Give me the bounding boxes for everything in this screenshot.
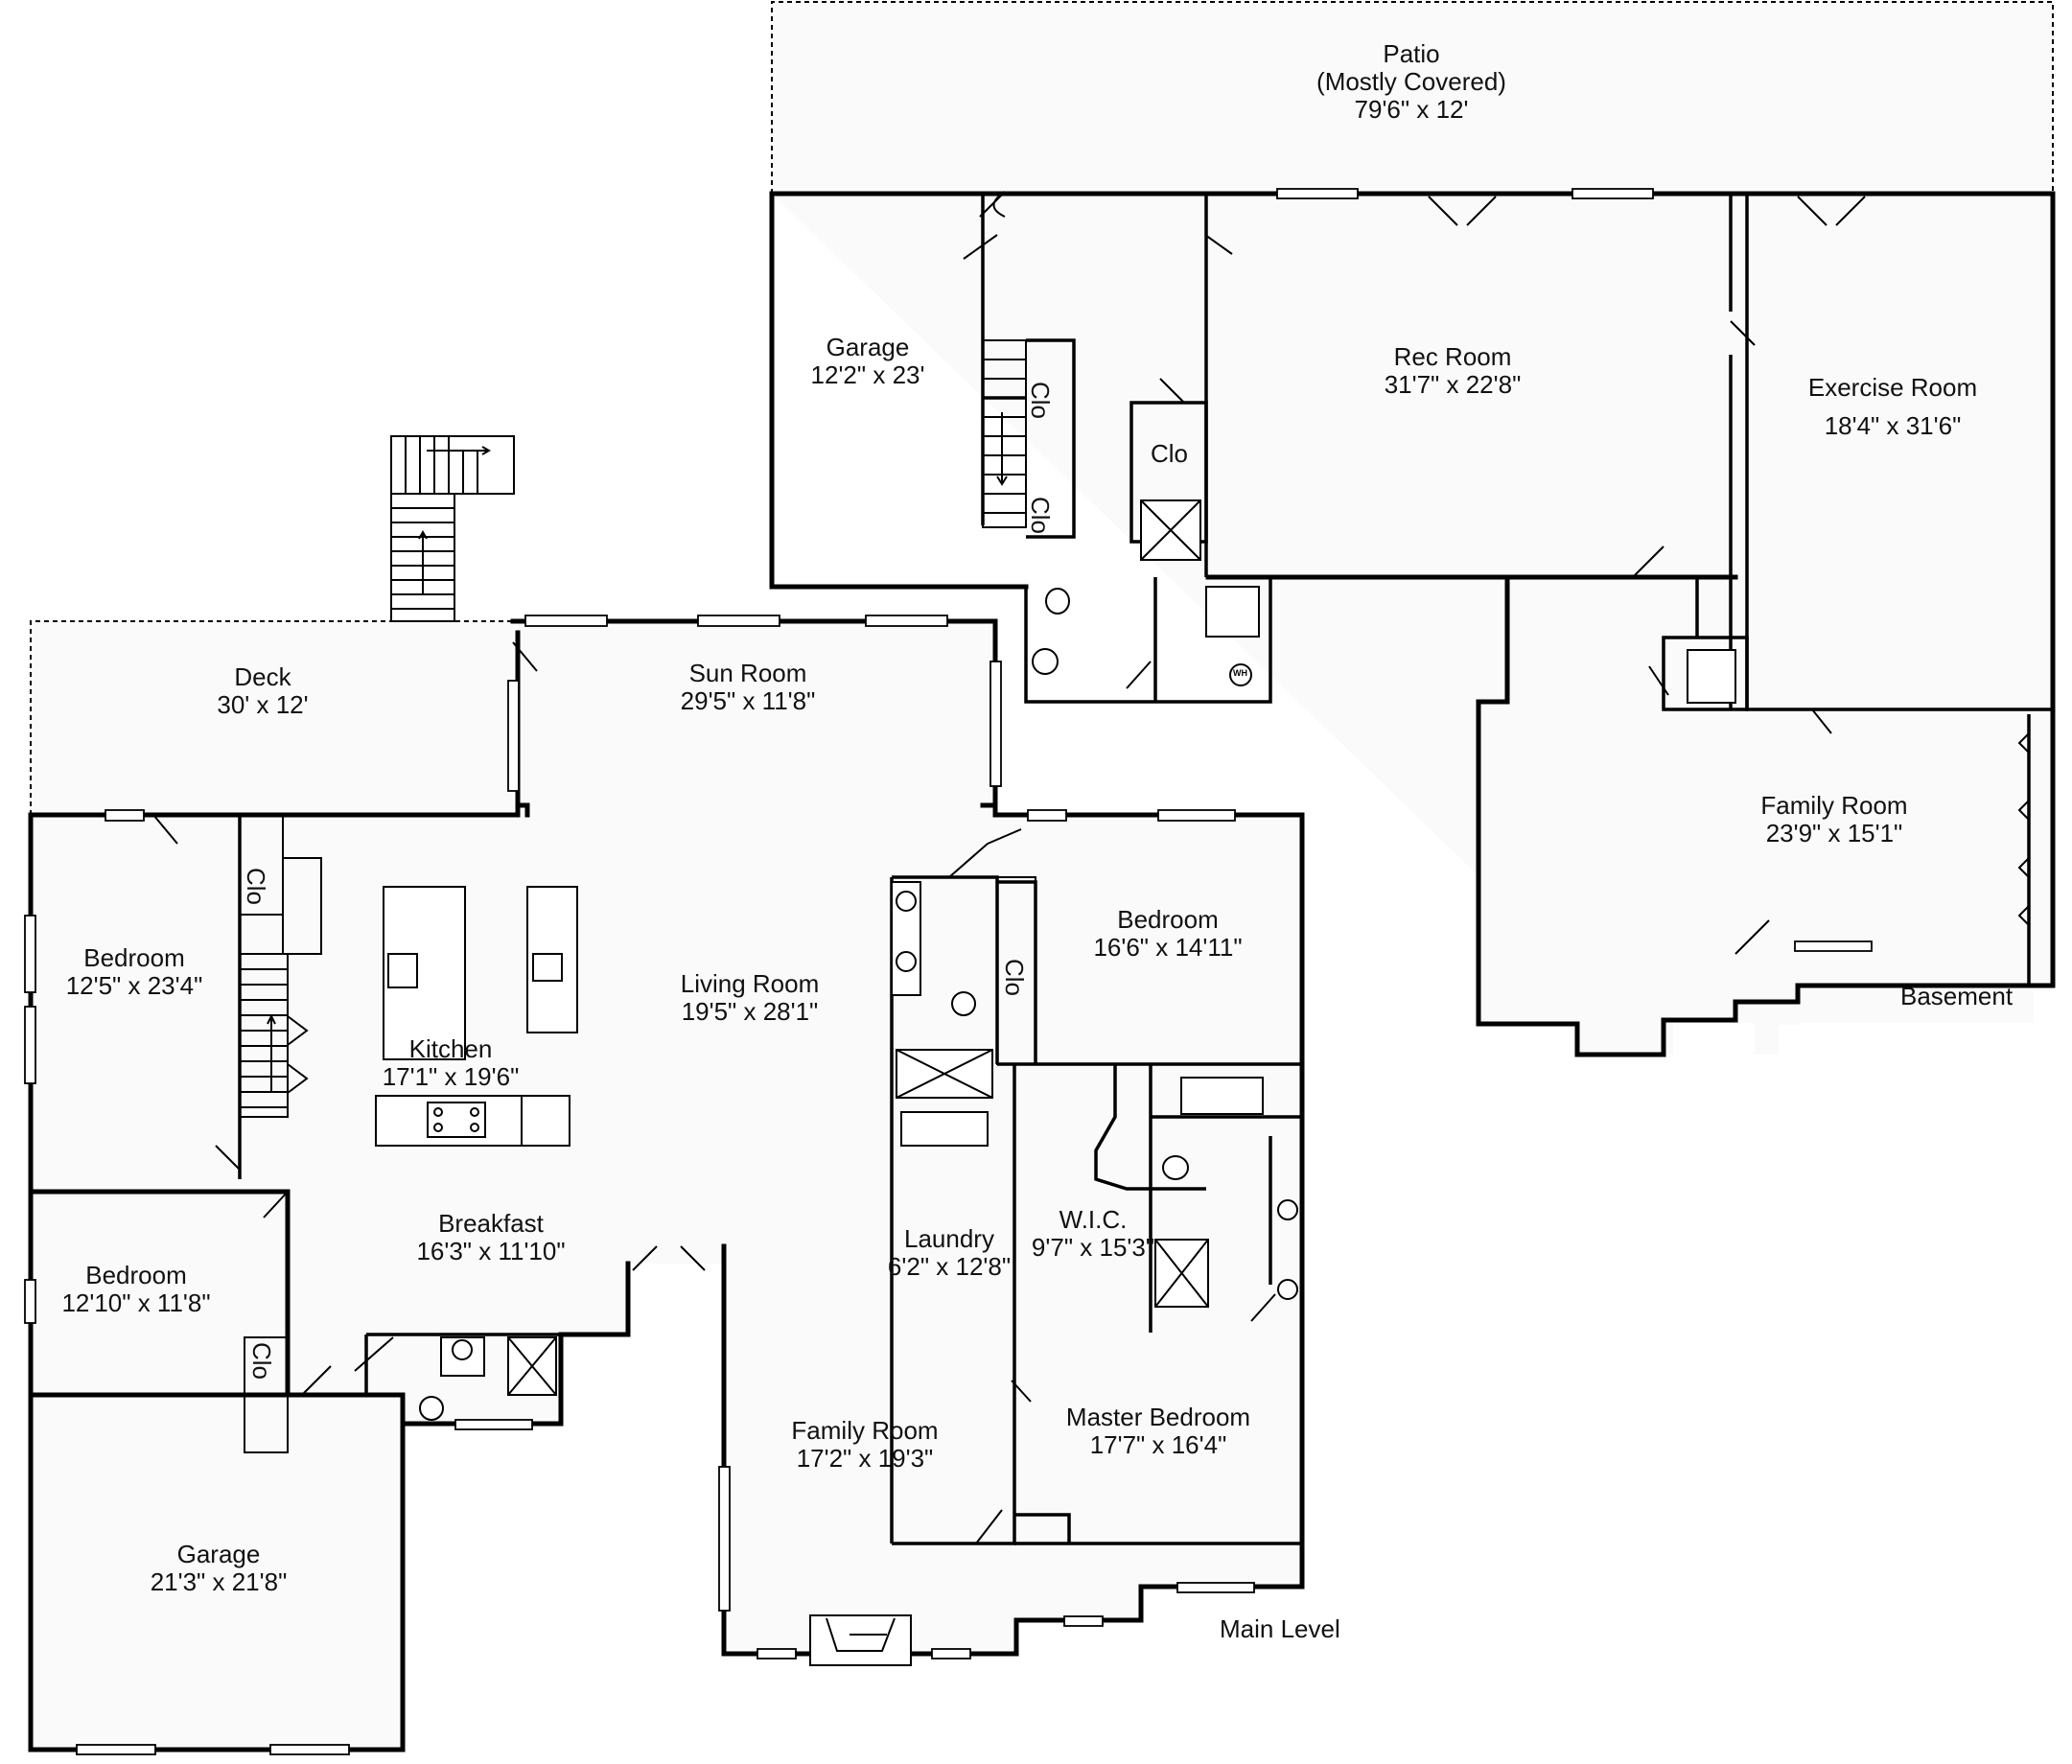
closet-label: Clo [1026,382,1055,420]
room-label-master-bedroom: Master Bedroom 17'7" x 16'4" [1066,1404,1250,1459]
room-label-laundry: Laundry 6'2" x 12'8" [888,1225,1011,1281]
room-dimensions: 6'2" x 12'8" [887,1252,1012,1281]
room-name: Deck [234,662,291,691]
room-name: Patio [1383,39,1440,68]
room-name: Rec Room [1393,342,1512,371]
room-name: Breakfast [438,1209,544,1238]
room-label-family-room-basement: Family Room 23'9" x 15'1" [1760,792,1907,847]
room-label-wic: W.I.C. 9'7" x 15'3" [1032,1206,1154,1262]
room-name: Family Room [1760,791,1908,820]
room-name: Bedroom [85,1261,187,1289]
room-name: Living Room [680,969,820,998]
room-dimensions: 17'2" x 19'3" [796,1444,934,1473]
room-dimensions: 12'10" x 11'8" [61,1288,211,1317]
main-level [24,435,1305,1755]
room-name: Laundry [904,1224,994,1253]
room-label-sun-room: Sun Room 29'5" x 11'8" [681,660,816,715]
room-dimensions: 21'3" x 21'8" [150,1567,288,1596]
closet-label: Clo [1151,439,1189,468]
exterior-stairs [390,435,515,622]
room-name: Bedroom [1117,905,1219,934]
cooktop-icon [427,1102,486,1138]
room-dimensions: 18'4" x 31'6" [1824,411,1962,440]
room-dimensions: 79'6" x 12' [1354,95,1469,124]
room-dimensions: 16'3" x 11'10" [416,1237,566,1265]
room-name: Exercise Room [1807,373,1978,402]
sink-icon [387,953,418,988]
room-name: Family Room [791,1416,939,1445]
level-label-main: Main Level [1220,1614,1340,1643]
room-label-bedroom-2: Bedroom 16'6" x 14'11" [1093,906,1242,962]
room-label-exercise-room: Exercise Room 18'4" x 31'6" [1808,374,1977,440]
room-name: W.I.C. [1059,1205,1128,1234]
room-name: Garage [176,1540,261,1568]
room-name: Sun Room [688,659,807,687]
room-dimensions: 9'7" x 15'3" [1031,1233,1155,1262]
room-note: (Mostly Covered) [1316,67,1506,96]
closet-label: Clo [242,868,270,906]
deck-area [31,621,513,815]
toilet-icon [951,991,976,1016]
sink-cabinet [1205,586,1260,638]
room-name: Master Bedroom [1065,1403,1251,1431]
bathtub-icon [1180,1077,1264,1115]
room-name: Garage [826,333,910,361]
patio-area [772,2,2053,194]
room-label-bedroom-1: Bedroom 12'5" x 23'4" [66,944,203,1000]
sink-icon [1032,648,1059,675]
room-dimensions: 29'5" x 11'8" [680,686,816,715]
room-label-bedroom-3: Bedroom 12'10" x 11'8" [61,1262,210,1317]
sink-icon [1277,1199,1298,1220]
closet-label: Clo [247,1342,276,1381]
room-label-patio: Patio (Mostly Covered) 79'6" x 12' [1316,40,1506,124]
room-dimensions: 12'5" x 23'4" [65,971,203,1000]
toilet-icon [1162,1155,1189,1180]
room-name: Kitchen [408,1034,493,1063]
room-label-deck: Deck 30' x 12' [217,663,308,719]
room-dimensions: 30' x 12' [217,690,309,719]
room-label-kitchen: Kitchen 17'1" x 19'6" [383,1035,520,1091]
basement-level [769,1,2056,1057]
sink-icon [1277,1279,1298,1300]
washer-dryer-icon [900,1111,989,1147]
toilet-icon [1045,588,1070,615]
room-label-garage-basement: Garage 12'2" x 23' [811,334,925,389]
room-dimensions: 16'6" x 14'11" [1093,933,1243,962]
sink-icon [532,953,563,982]
room-dimensions: 19'5" x 28'1" [681,997,819,1026]
room-label-living-room: Living Room 19'5" x 28'1" [681,970,820,1026]
room-dimensions: 17'7" x 16'4" [1089,1430,1227,1459]
closet-label: Clo [1000,959,1029,997]
room-dimensions: 31'7" x 22'8" [1384,370,1522,399]
main-stairs [239,953,289,1118]
room-label-family-room-main: Family Room 17'2" x 19'3" [791,1417,938,1473]
room-name: Bedroom [83,943,185,972]
room-dimensions: 12'2" x 23' [810,360,925,389]
appliance-icon [1687,649,1736,704]
level-label-basement: Basement [1900,982,2014,1010]
room-dimensions: 23'9" x 15'1" [1765,819,1903,847]
water-heater-label: WH [1233,668,1247,678]
fireplace-icon [809,1614,912,1666]
water-heater-icon [1229,663,1252,686]
closet-label: Clo [1026,497,1055,535]
room-label-rec-room: Rec Room 31'7" x 22'8" [1385,343,1522,399]
room-label-breakfast: Breakfast 16'3" x 11'10" [416,1210,565,1265]
toilet-icon [419,1396,444,1421]
basement-stairs [982,339,1027,528]
room-dimensions: 17'1" x 19'6" [382,1062,520,1091]
room-label-garage-main: Garage 21'3" x 21'8" [151,1541,288,1596]
